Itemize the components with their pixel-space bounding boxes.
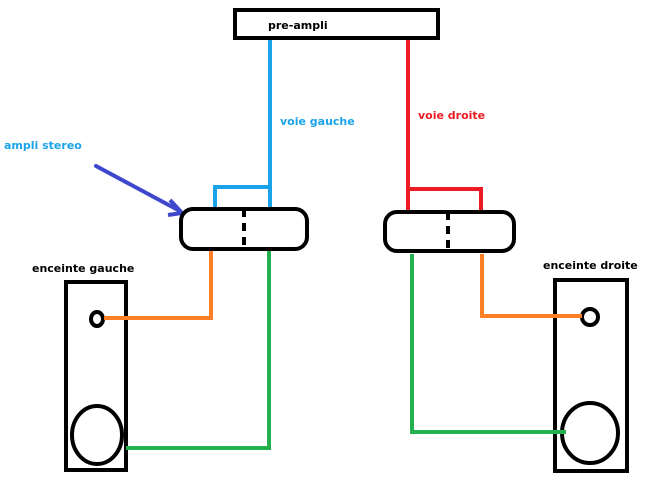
right-tweeter-icon: [580, 307, 600, 327]
right-channel-wire-branch: [408, 187, 483, 213]
right-woofer-icon: [560, 401, 620, 465]
left-woofer-icon: [70, 404, 124, 466]
left-speaker-label: enceinte gauche: [32, 262, 134, 275]
preamp-label: pre-ampli: [268, 19, 328, 32]
right-speaker-cabinet: [553, 278, 629, 473]
arrow-icon: [94, 164, 180, 212]
right-tweeter-wire: [480, 254, 582, 318]
left-channel-wire: [213, 40, 272, 210]
left-woofer-wire: [126, 251, 271, 450]
left-tweeter-icon: [89, 310, 105, 328]
right-channel-label: voie droite: [418, 109, 485, 122]
right-speaker-label: enceinte droite: [543, 259, 638, 272]
left-tweeter-wire: [104, 251, 213, 320]
amp-label: ampli stereo: [4, 139, 82, 152]
preamp-box: [233, 8, 440, 40]
left-channel-label: voie gauche: [280, 115, 355, 128]
right-woofer-wire: [410, 254, 566, 434]
left-speaker-cabinet: [64, 280, 128, 472]
